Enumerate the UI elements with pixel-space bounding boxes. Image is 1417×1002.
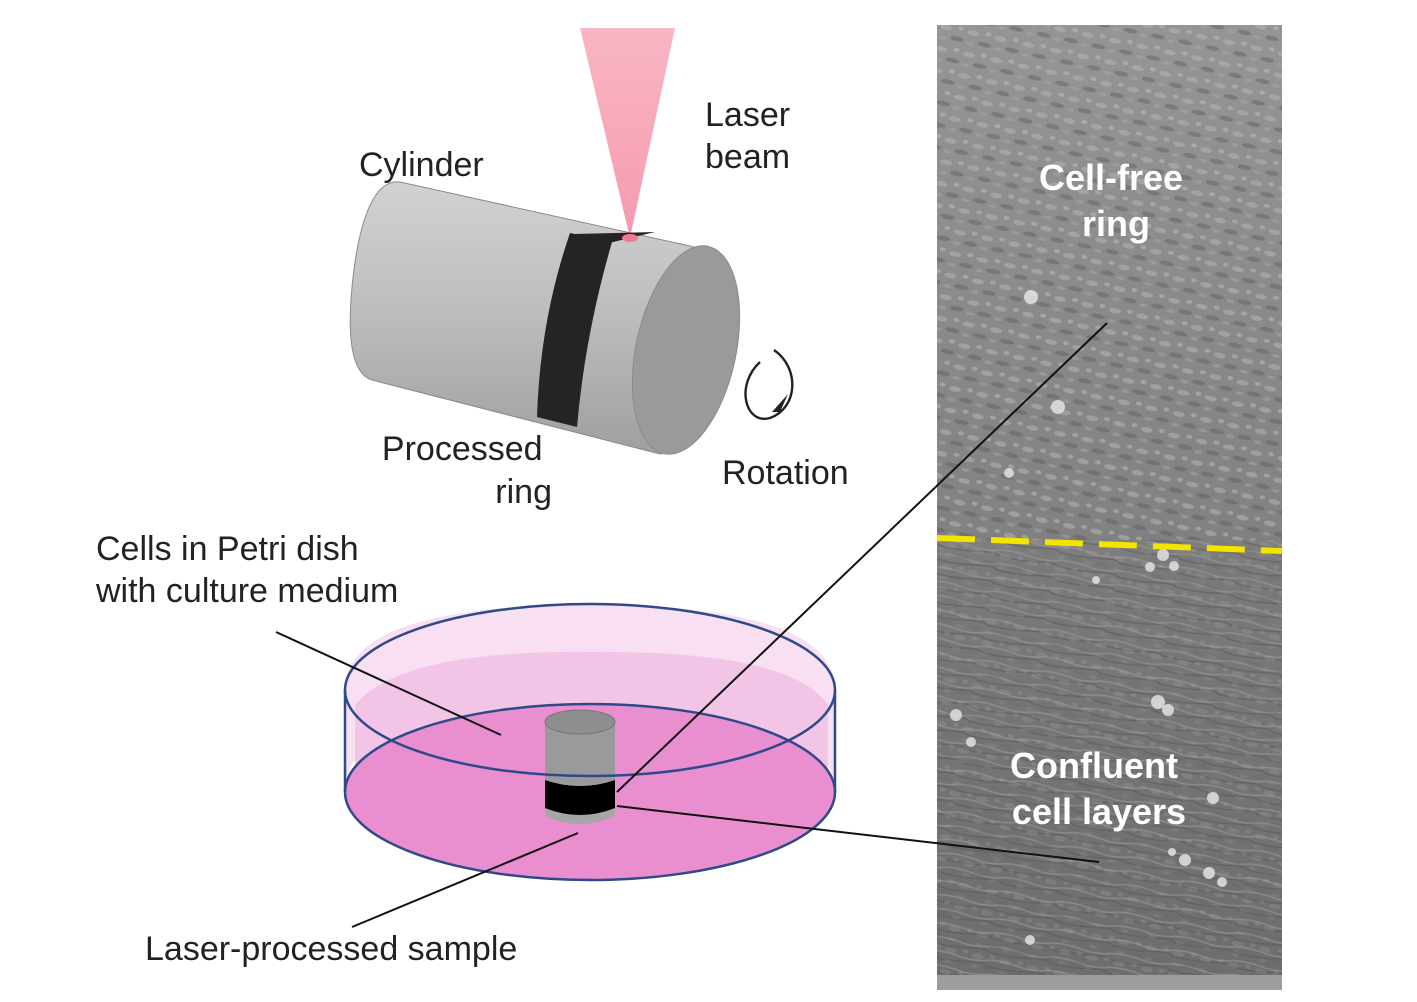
laser-beam-label: Laser beam xyxy=(705,96,800,176)
boundary-dashed-line xyxy=(936,535,1283,554)
rotation-label: Rotation xyxy=(722,454,849,492)
confluent-leader xyxy=(616,805,1100,863)
cell-free-leader xyxy=(616,322,1108,793)
sample-label: Laser-processed sample xyxy=(145,930,517,968)
laser-processed-sample xyxy=(544,709,616,824)
round-cells xyxy=(950,290,1227,945)
sem-micrograph: Cell-free ring Confluent cell layers xyxy=(936,25,1283,990)
confluent-cell-layers-label: Confluent cell layers xyxy=(1010,745,1188,832)
sample-leader xyxy=(351,832,579,928)
leader-lines xyxy=(275,322,1108,928)
laser-spot xyxy=(622,234,638,242)
laser-beam xyxy=(580,28,675,238)
rotation-arrow-icon xyxy=(744,349,794,420)
sem-scale-strip xyxy=(937,975,1282,990)
petri-dish-label: Cells in Petri dish with culture medium xyxy=(95,530,398,610)
cell-free-ring-label: Cell-free ring xyxy=(1039,157,1193,244)
cylinder-label: Cylinder xyxy=(359,146,484,184)
cylinder xyxy=(349,181,741,455)
processed-ring-band xyxy=(537,233,612,427)
cylinder-end-face xyxy=(631,245,741,455)
petri-leader xyxy=(275,631,502,736)
processed-ring-label: Processed ring xyxy=(382,430,552,511)
petri-dish xyxy=(343,602,837,882)
